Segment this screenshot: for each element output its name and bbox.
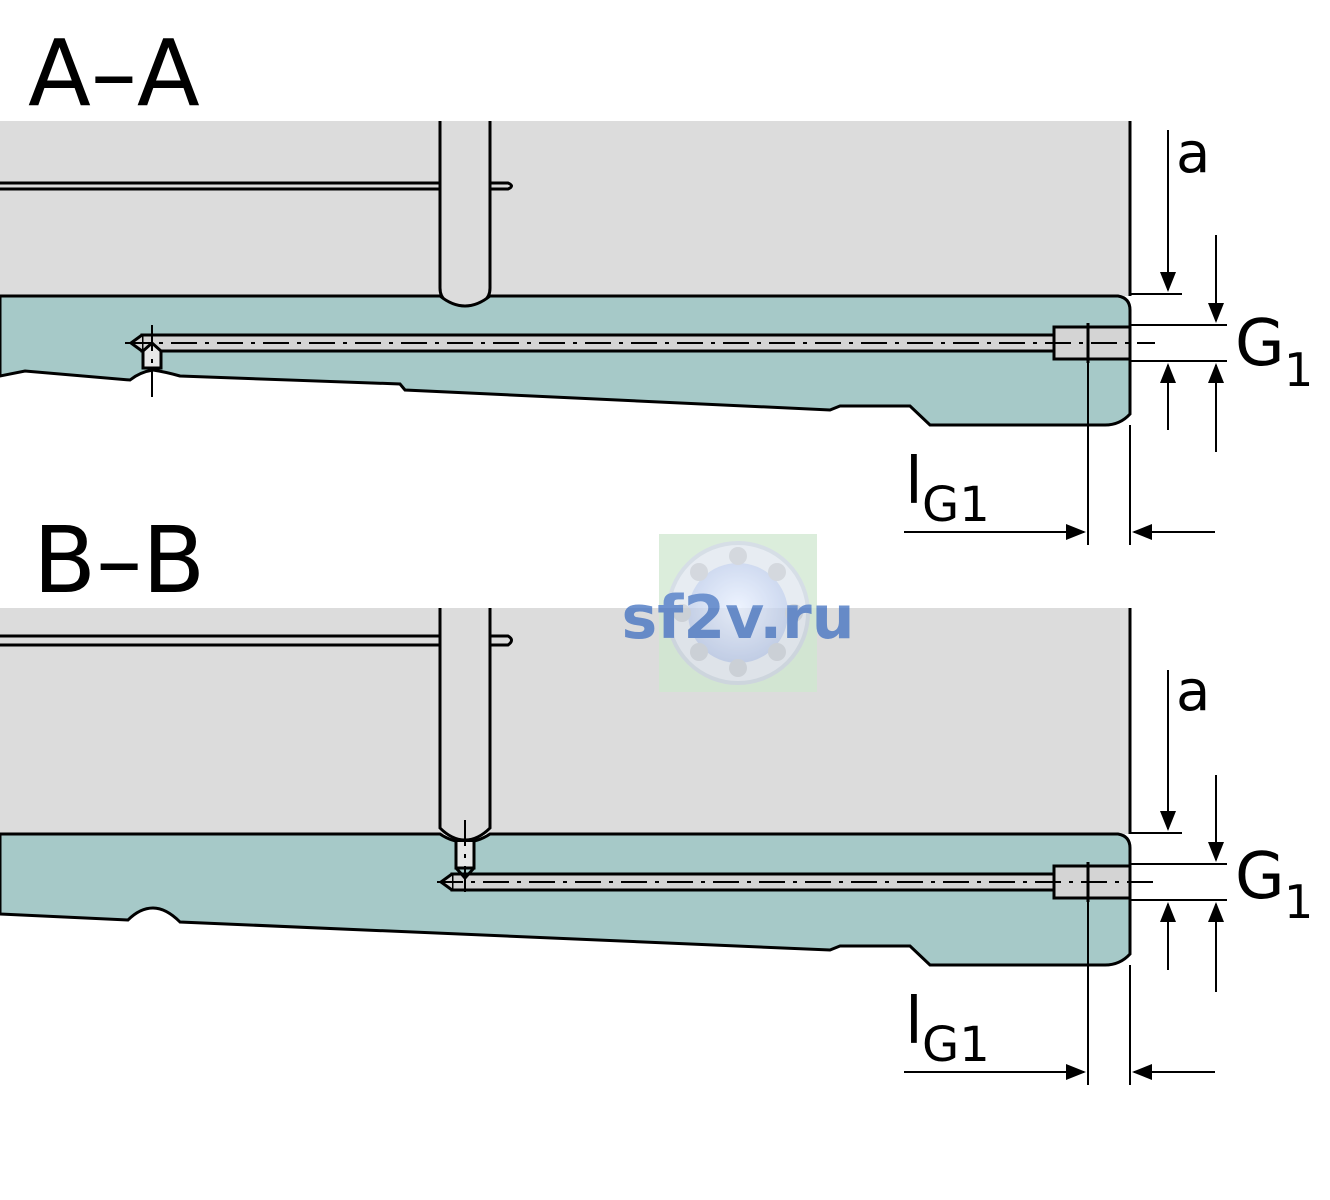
dimension-l-sub-bb: G1 [922,1017,990,1073]
section-a-a: A–A [0,20,1313,545]
dimension-l-label-aa: l [905,445,923,519]
housing-block-bb [0,608,1130,834]
section-title-bb: B–B [33,507,205,614]
guide-rail-bb [0,832,1132,967]
dimension-lines-bb [904,670,1227,1085]
dimension-g-sub-aa: 1 [1284,343,1313,397]
dimension-a-label-aa: a [1176,121,1210,186]
dimension-g-sub-bb: 1 [1284,875,1313,929]
housing-block-aa [0,121,1130,296]
section-b-b: B–B [0,507,1313,1085]
guide-rail-aa [0,294,1132,427]
vertical-slot-bb [438,608,492,842]
dimension-g-label-bb: G [1235,840,1285,914]
dimension-lines-aa [904,130,1227,545]
watermark-text: sf2v.ru [622,583,855,653]
vertical-slot-aa [438,121,492,308]
watermark: sf2v.ru [622,534,855,692]
dimension-l-label-bb: l [905,985,923,1059]
dimension-l-sub-aa: G1 [922,477,990,533]
dimension-a-label-bb: a [1176,659,1210,724]
section-title-aa: A–A [28,20,200,127]
dimension-g-label-aa: G [1235,307,1285,381]
